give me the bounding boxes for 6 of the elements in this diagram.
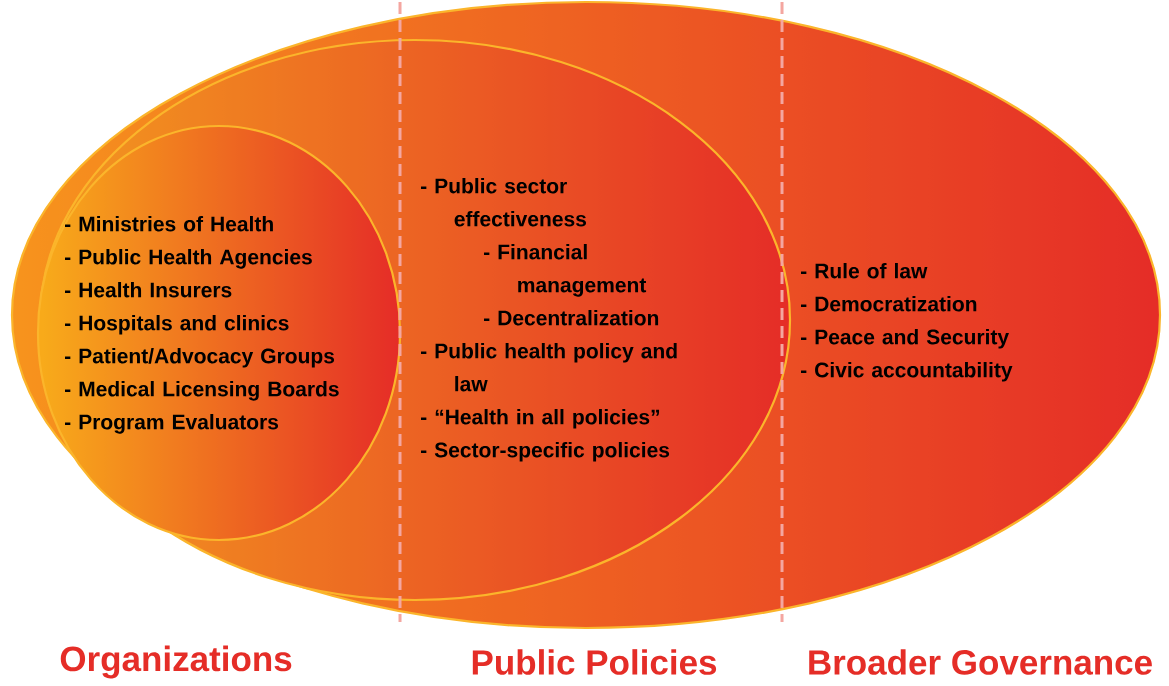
heading: Public Policies [472, 649, 717, 675]
bullet-list: - Ministries of Health - Public Health Agencies - Health Insurers - Hospitals and clinics - Patient/Advocacy Groups - Medical Licensing Boards - Program Evaluators [65, 216, 339, 434]
heading: Broader Governance [809, 649, 1152, 675]
bullet-list: - Rule of law - Democratization - Peace and Security - Civic accountability [801, 263, 1013, 382]
bullet-list: - Public sector effectiveness - Financial management - Decentralization - Public health policy and law - “Health in all policies” - Sector-specific policies [421, 178, 677, 462]
heading: Organizations [60, 645, 292, 679]
